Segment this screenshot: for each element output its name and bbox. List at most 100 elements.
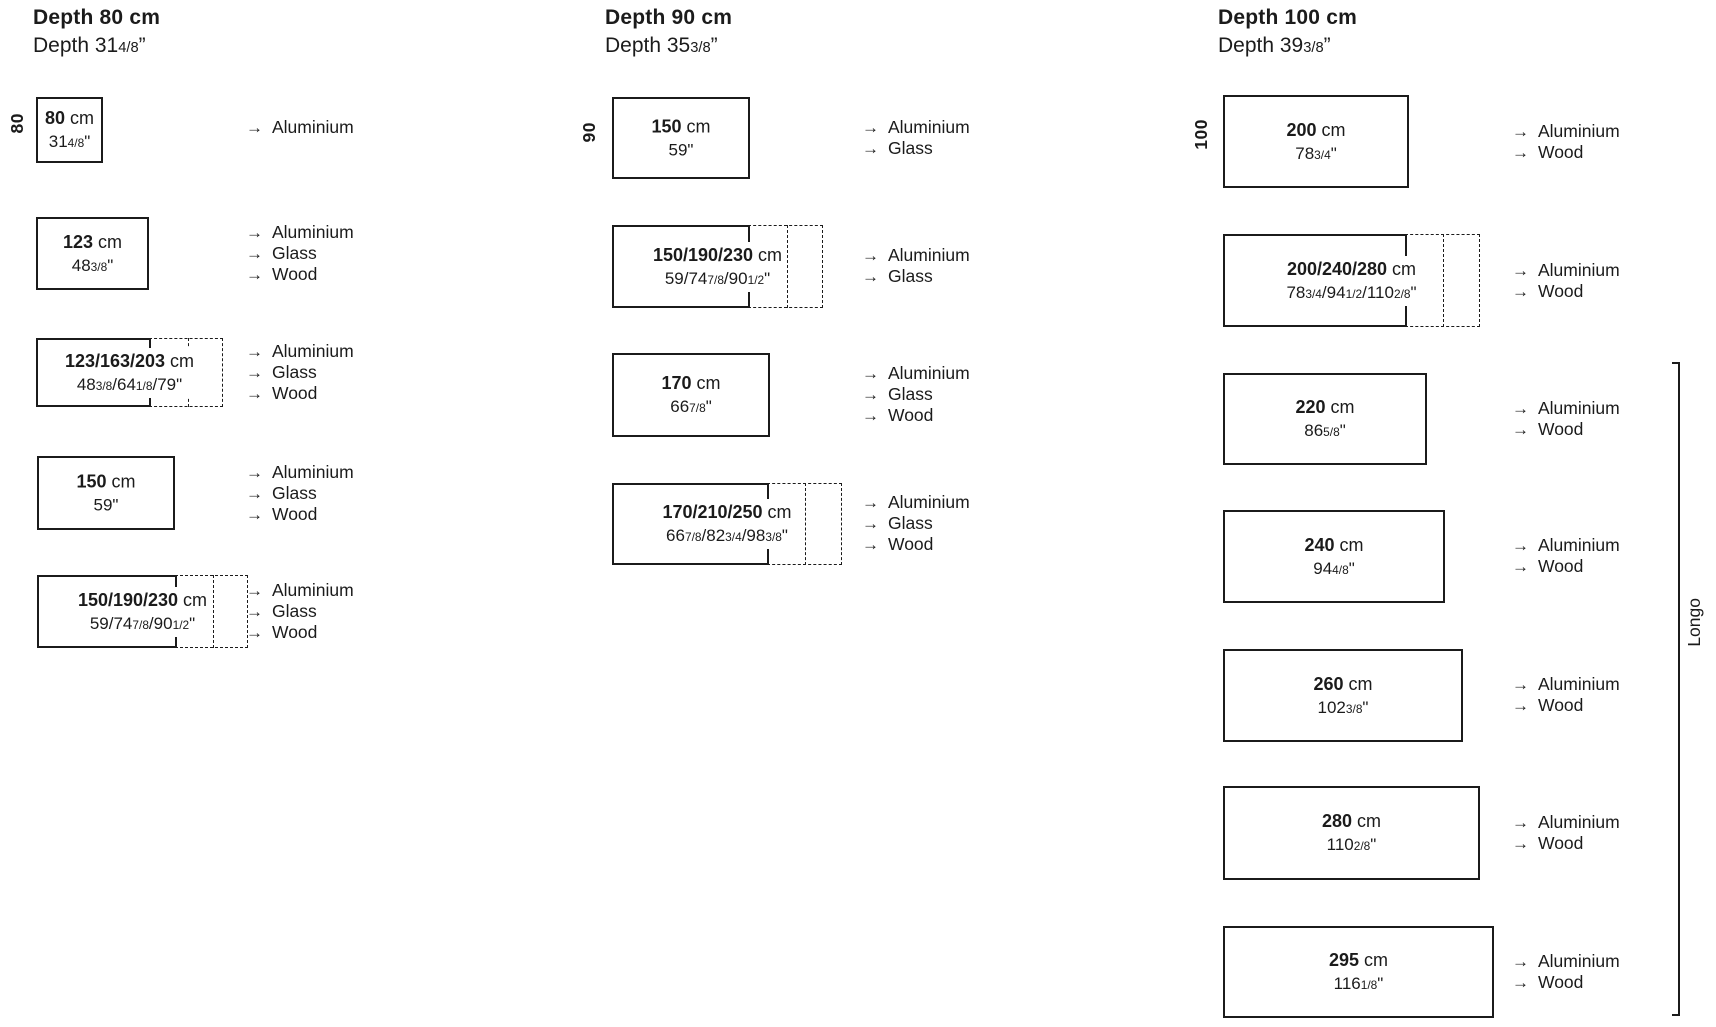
table-outline xyxy=(1223,649,1463,742)
size-cm: 150 cm xyxy=(76,471,136,492)
size-label: 295 cm 1161/8" xyxy=(1325,947,1392,997)
size-box-170/210/250: 170/210/250 cm 667/8/823/4/983/8" xyxy=(612,483,842,565)
arrow-icon: → xyxy=(1512,399,1529,418)
size-cm: 240 cm xyxy=(1304,534,1364,555)
subtitle-fraction: 3/8 xyxy=(1303,40,1324,56)
size-label: 260 cm 1023/8" xyxy=(1310,670,1376,721)
material-item: →Wood xyxy=(1512,419,1584,439)
material-item: →Aluminium xyxy=(1512,674,1620,694)
extension-mid-line-dashed xyxy=(213,575,214,648)
longo-bracket xyxy=(1672,362,1680,1016)
depth-side-label-90: 90 xyxy=(579,122,599,143)
arrow-icon: → xyxy=(862,246,879,265)
subtitle-fraction: 3/8 xyxy=(690,40,711,56)
size-box-170: 170 cm 667/8" xyxy=(612,353,770,437)
size-cm: 150/190/230 cm xyxy=(652,244,783,265)
material-item: →Glass xyxy=(246,362,317,382)
column-title: Depth 90 cm xyxy=(605,6,733,29)
material-item: →Aluminium xyxy=(862,363,970,383)
size-inches: 865/8" xyxy=(1304,421,1346,440)
inch-fraction: 3/8 xyxy=(1345,701,1363,716)
size-box-80: 80 cm 314/8" xyxy=(36,97,103,163)
material-item: →Wood xyxy=(246,383,318,403)
size-inches: 59" xyxy=(668,140,694,160)
size-cm: 170/210/250 cm xyxy=(662,502,792,522)
arrow-icon: → xyxy=(1512,952,1529,971)
arrow-icon: → xyxy=(246,244,263,263)
arrow-icon: → xyxy=(246,384,263,403)
arrow-icon: → xyxy=(246,484,263,503)
size-cm: 260 cm xyxy=(1313,673,1373,694)
size-inches: 1023/8" xyxy=(1317,697,1369,717)
size-cm: 123/163/203 cm xyxy=(64,350,195,371)
size-inches: 483/8/641/8/79" xyxy=(76,374,183,394)
size-inches: 1161/8" xyxy=(1333,974,1384,993)
size-inches: 783/4" xyxy=(1295,143,1337,163)
size-box-295: 295 cm 1161/8" xyxy=(1223,926,1494,1018)
material-item: →Glass xyxy=(246,483,317,503)
subtitle-inch-mark: ” xyxy=(1323,34,1331,57)
arrow-icon: → xyxy=(862,493,879,512)
arrow-icon: → xyxy=(1512,420,1529,439)
inch-fraction: 3/8 xyxy=(90,259,108,274)
inch-fraction: 3/8 xyxy=(765,530,782,544)
material-item: →Aluminium xyxy=(1512,398,1620,418)
table-outline xyxy=(1223,95,1409,188)
table-outline xyxy=(1223,373,1427,465)
material-item: →Glass xyxy=(246,601,317,621)
column-subtitle: Depth 393/8” xyxy=(1218,31,1357,63)
size-inches: 944/8" xyxy=(1313,558,1355,578)
depth-side-label-100: 100 xyxy=(1191,119,1211,150)
arrow-icon: → xyxy=(1512,261,1529,280)
material-item: →Aluminium xyxy=(1512,951,1620,971)
material-item: →Aluminium xyxy=(1512,812,1620,832)
material-item: →Aluminium xyxy=(246,117,354,137)
arrow-icon: → xyxy=(862,514,879,533)
size-inches: 667/8" xyxy=(670,397,712,416)
table-outline xyxy=(37,456,175,530)
extension-outline-dashed xyxy=(149,338,223,407)
arrow-icon: → xyxy=(1512,557,1529,576)
inch-fraction: 7/8 xyxy=(707,272,724,287)
arrow-icon: → xyxy=(862,139,879,158)
material-item: →Aluminium xyxy=(246,462,354,482)
inch-fraction: 2/8 xyxy=(1353,839,1371,853)
inch-fraction: 1/8 xyxy=(135,378,153,393)
arrow-icon: → xyxy=(246,223,263,242)
subtitle-inch-mark: ” xyxy=(138,34,146,57)
arrow-icon: → xyxy=(1512,122,1529,141)
material-item: →Wood xyxy=(862,534,934,554)
arrow-icon: → xyxy=(246,505,263,524)
size-inches: 783/4/941/2/1102/8" xyxy=(1286,282,1417,302)
inch-fraction: 7/8 xyxy=(684,530,702,544)
column-header-depth-100: Depth 100 cm Depth 393/8” xyxy=(1218,4,1357,63)
subtitle-inch-mark: ” xyxy=(710,34,718,57)
arrow-icon: → xyxy=(246,342,263,361)
arrow-icon: → xyxy=(246,463,263,482)
material-item: →Aluminium xyxy=(862,117,970,137)
table-outline xyxy=(612,97,750,179)
extension-mid-line-dashed xyxy=(1443,234,1444,327)
extension-outline-dashed xyxy=(767,483,842,565)
table-outline xyxy=(36,217,149,290)
material-item: →Aluminium xyxy=(1512,121,1620,141)
arrow-icon: → xyxy=(246,623,263,642)
size-label: 80 cm 314/8" xyxy=(41,105,98,155)
size-inches: 667/8/823/4/983/8" xyxy=(666,526,788,545)
size-inches: 314/8" xyxy=(48,132,91,151)
size-cm: 80 cm xyxy=(44,108,95,128)
inch-fraction: 3/4 xyxy=(1314,147,1331,162)
column-subtitle: Depth 314/8” xyxy=(33,31,160,63)
size-cm: 295 cm xyxy=(1328,950,1389,970)
size-label: 123/163/203 cm 483/8/641/8/79" xyxy=(61,347,198,398)
size-cm: 170 cm xyxy=(661,373,721,393)
arrow-icon: → xyxy=(1512,536,1529,555)
